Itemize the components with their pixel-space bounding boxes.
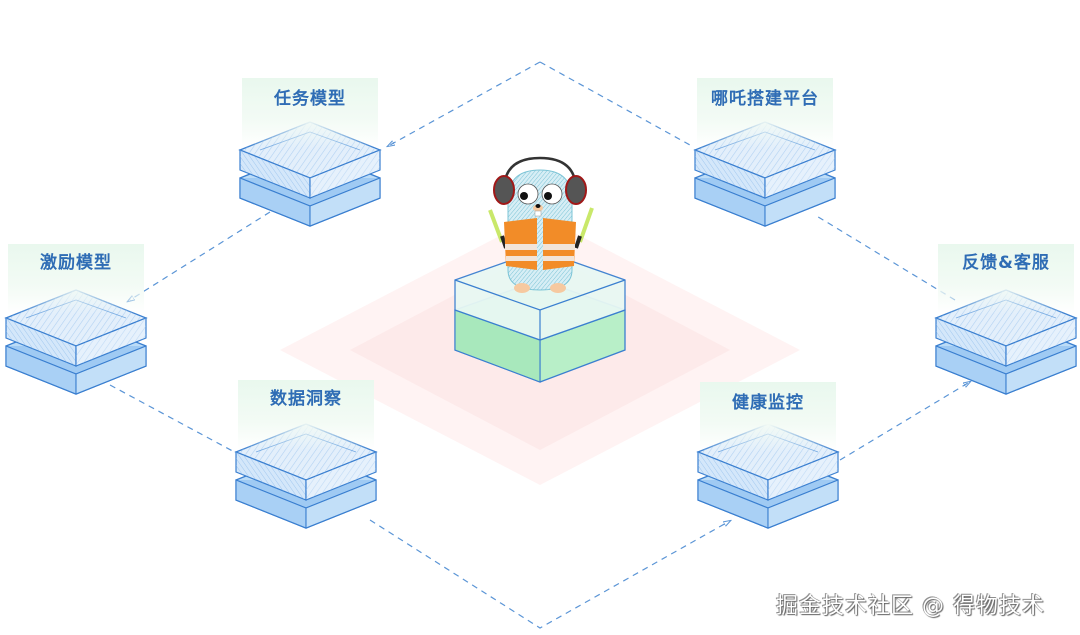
label-bg-feedback-service [938, 244, 1074, 314]
node-label-health-monitor: 健康监控 [732, 393, 804, 413]
node-label-nezha-platform: 哪吒搭建平台 [711, 89, 819, 109]
connector-nezha-to-task [390, 61, 541, 145]
center-platform [454, 249, 626, 383]
connector-task-to-incentive [130, 211, 271, 300]
node-label-incentive-model: 激励模型 [40, 253, 112, 273]
label-bg-task-model [242, 78, 378, 148]
connector-data-to-health [369, 519, 728, 629]
node-label-task-model: 任务模型 [274, 89, 346, 109]
label-bg-data-insight [238, 380, 374, 450]
gopher-mascot-icon [488, 156, 594, 293]
label-bg-health-monitor [700, 382, 836, 452]
connector-health-to-feedback [839, 383, 968, 461]
label-bg-nezha-platform [697, 78, 833, 148]
connection-lines [109, 61, 968, 629]
connector-top-right [539, 61, 691, 146]
connector-feedback-to-nezha [814, 214, 956, 301]
label-bg-incentive-model [8, 244, 144, 314]
connector-incentive-to-data [109, 384, 241, 456]
node-label-feedback-service: 反馈&客服 [962, 253, 1050, 273]
node-label-data-insight: 数据洞察 [270, 389, 342, 409]
watermark: 掘金技术社区 @ 得物技术 [776, 594, 1045, 619]
